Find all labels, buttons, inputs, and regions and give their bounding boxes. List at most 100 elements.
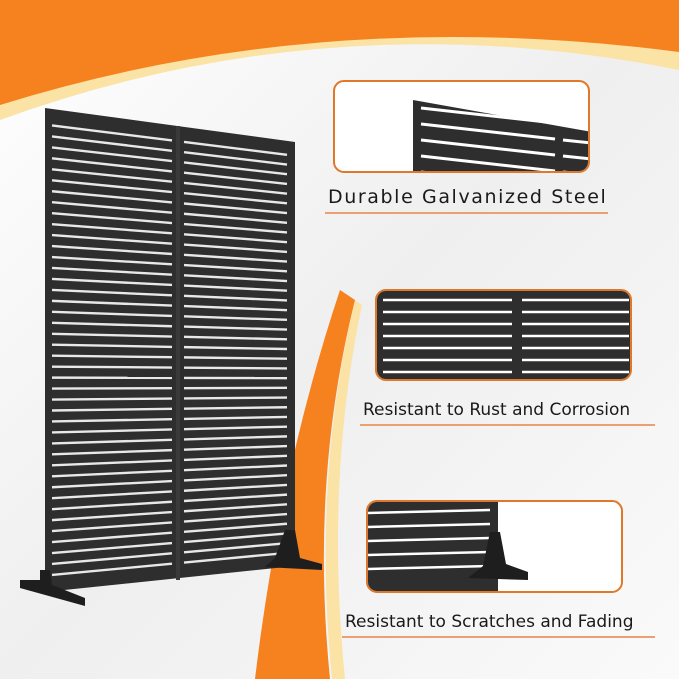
fence-slat-gap (51, 448, 173, 456)
fence-slat-gap (183, 366, 288, 370)
fence-slat-gap (368, 522, 491, 529)
fence-slat-gap (368, 550, 491, 557)
fence-corner-closeup (413, 100, 588, 171)
feature-underline (360, 424, 655, 426)
fence-slat-gap (51, 190, 173, 204)
fence-slat-gap (51, 277, 173, 287)
fence-slat-gap (183, 406, 288, 410)
fence-slat-gap (183, 140, 288, 156)
fence-slat-gap (51, 510, 173, 522)
fence-slat-gap (421, 170, 426, 171)
fence-slat-gap (368, 508, 491, 515)
fence-slat-gap (51, 135, 173, 152)
fence-slat-gap (183, 474, 288, 482)
fence-slat-gap (183, 243, 288, 254)
fence-slat-gap (183, 202, 288, 215)
fence-panel-bottom (368, 502, 498, 591)
fence-slat-gap (562, 154, 588, 161)
fence-slat-gap (51, 343, 173, 349)
fence-slat-gap (51, 255, 173, 266)
fence-slat-gap (51, 531, 173, 544)
fence-slat-gap (51, 124, 173, 142)
fence-slat-gap (51, 365, 173, 369)
feature-underline (342, 636, 655, 638)
fence-slat-gap (420, 122, 556, 141)
fence-slat-gap (183, 415, 288, 421)
fence-slat-gap (183, 464, 288, 472)
fence-slat-gap (183, 541, 288, 554)
fence-slat-gap (51, 157, 173, 173)
fence-slat-gap (51, 417, 173, 423)
fence-slat-gap (183, 532, 288, 544)
fence-slat-gap (51, 310, 173, 318)
fence-slat-gap (51, 299, 173, 307)
callout-scratch-resistance (366, 500, 623, 593)
fence-slat-gap (51, 541, 173, 555)
fence-slat-gap (183, 512, 288, 523)
fence-slat-gap (51, 321, 173, 328)
fence-slat-gap (183, 444, 288, 451)
fence-foot (468, 532, 528, 580)
fence-slat-gap (51, 211, 173, 225)
fence-slats-closeup (377, 291, 630, 379)
top-orange-swoosh (0, 0, 679, 105)
fence-slat-gap (183, 284, 288, 292)
fence-slat-gap (183, 274, 288, 283)
callout-galvanized-steel (333, 80, 590, 173)
fence-foot-right (265, 530, 322, 570)
fence-slat-gap (51, 479, 173, 489)
fence-slat-gap (183, 263, 288, 273)
fence-slat-gap (51, 428, 173, 434)
fence-slat-gap (562, 138, 588, 145)
main-fence-panel (20, 108, 322, 606)
feature-underline (325, 212, 608, 214)
fence-slat-gap (183, 493, 288, 503)
fence-slat-gap (183, 294, 288, 302)
fence-slat-gap (51, 266, 173, 276)
fence-slat-gap (51, 168, 173, 183)
fence-slat-gap (183, 435, 288, 441)
fence-slat-gap (183, 192, 288, 205)
fence-slat-gap (183, 315, 288, 322)
fence-slat-gap (368, 536, 491, 543)
fence-slat-gap (51, 438, 173, 445)
fence-slat-gap (51, 521, 173, 533)
fence-slat-gap (183, 454, 288, 462)
fence-slat-gap (183, 335, 288, 341)
fence-slat-gap (368, 564, 491, 571)
fence-slat-gap (183, 151, 288, 166)
fence-slat-gap (51, 146, 173, 163)
fence-slat-gap (183, 161, 288, 176)
feature-label-rust-resistance: Resistant to Rust and Corrosion (363, 400, 631, 420)
fence-slat-gap (51, 500, 173, 511)
fence-slat-gap (51, 407, 173, 412)
callout-rust-resistance (375, 289, 632, 381)
fence-slat-gap (51, 288, 173, 297)
fence-slat-gap (183, 396, 288, 400)
left-orange-arc (255, 290, 355, 679)
feature-label-scratch-resistance: Resistant to Scratches and Fading (345, 612, 634, 632)
fence-slat-gap (183, 325, 288, 331)
fence-slat-gap (51, 354, 173, 359)
fence-slat-gap (51, 490, 173, 500)
fence-slat-gap (51, 179, 173, 194)
fence-slat-gap (183, 222, 288, 234)
fence-slat-gap (183, 304, 288, 312)
fence-slat-gap (183, 345, 288, 351)
fence-foot-left (20, 570, 85, 606)
fence-slat-gap (420, 138, 556, 157)
fence-slat-gap (420, 106, 556, 125)
fence-slat-gap (51, 332, 173, 338)
fence-slat-gap (183, 503, 288, 513)
feature-label-galvanized-steel: Durable Galvanized Steel (328, 186, 608, 208)
fence-slat-gap (183, 233, 288, 244)
fence-slat-gap (183, 181, 288, 195)
fence-slat-gap (51, 201, 173, 214)
fence-slat-gap (183, 425, 288, 431)
fence-slat-gap (183, 253, 288, 263)
fence-slat-gap (51, 222, 173, 235)
fence-slat-gap (51, 459, 173, 467)
fence-slat-gap (420, 154, 556, 171)
fence-slat-gap (183, 483, 288, 492)
fence-slat-gap (51, 397, 173, 401)
